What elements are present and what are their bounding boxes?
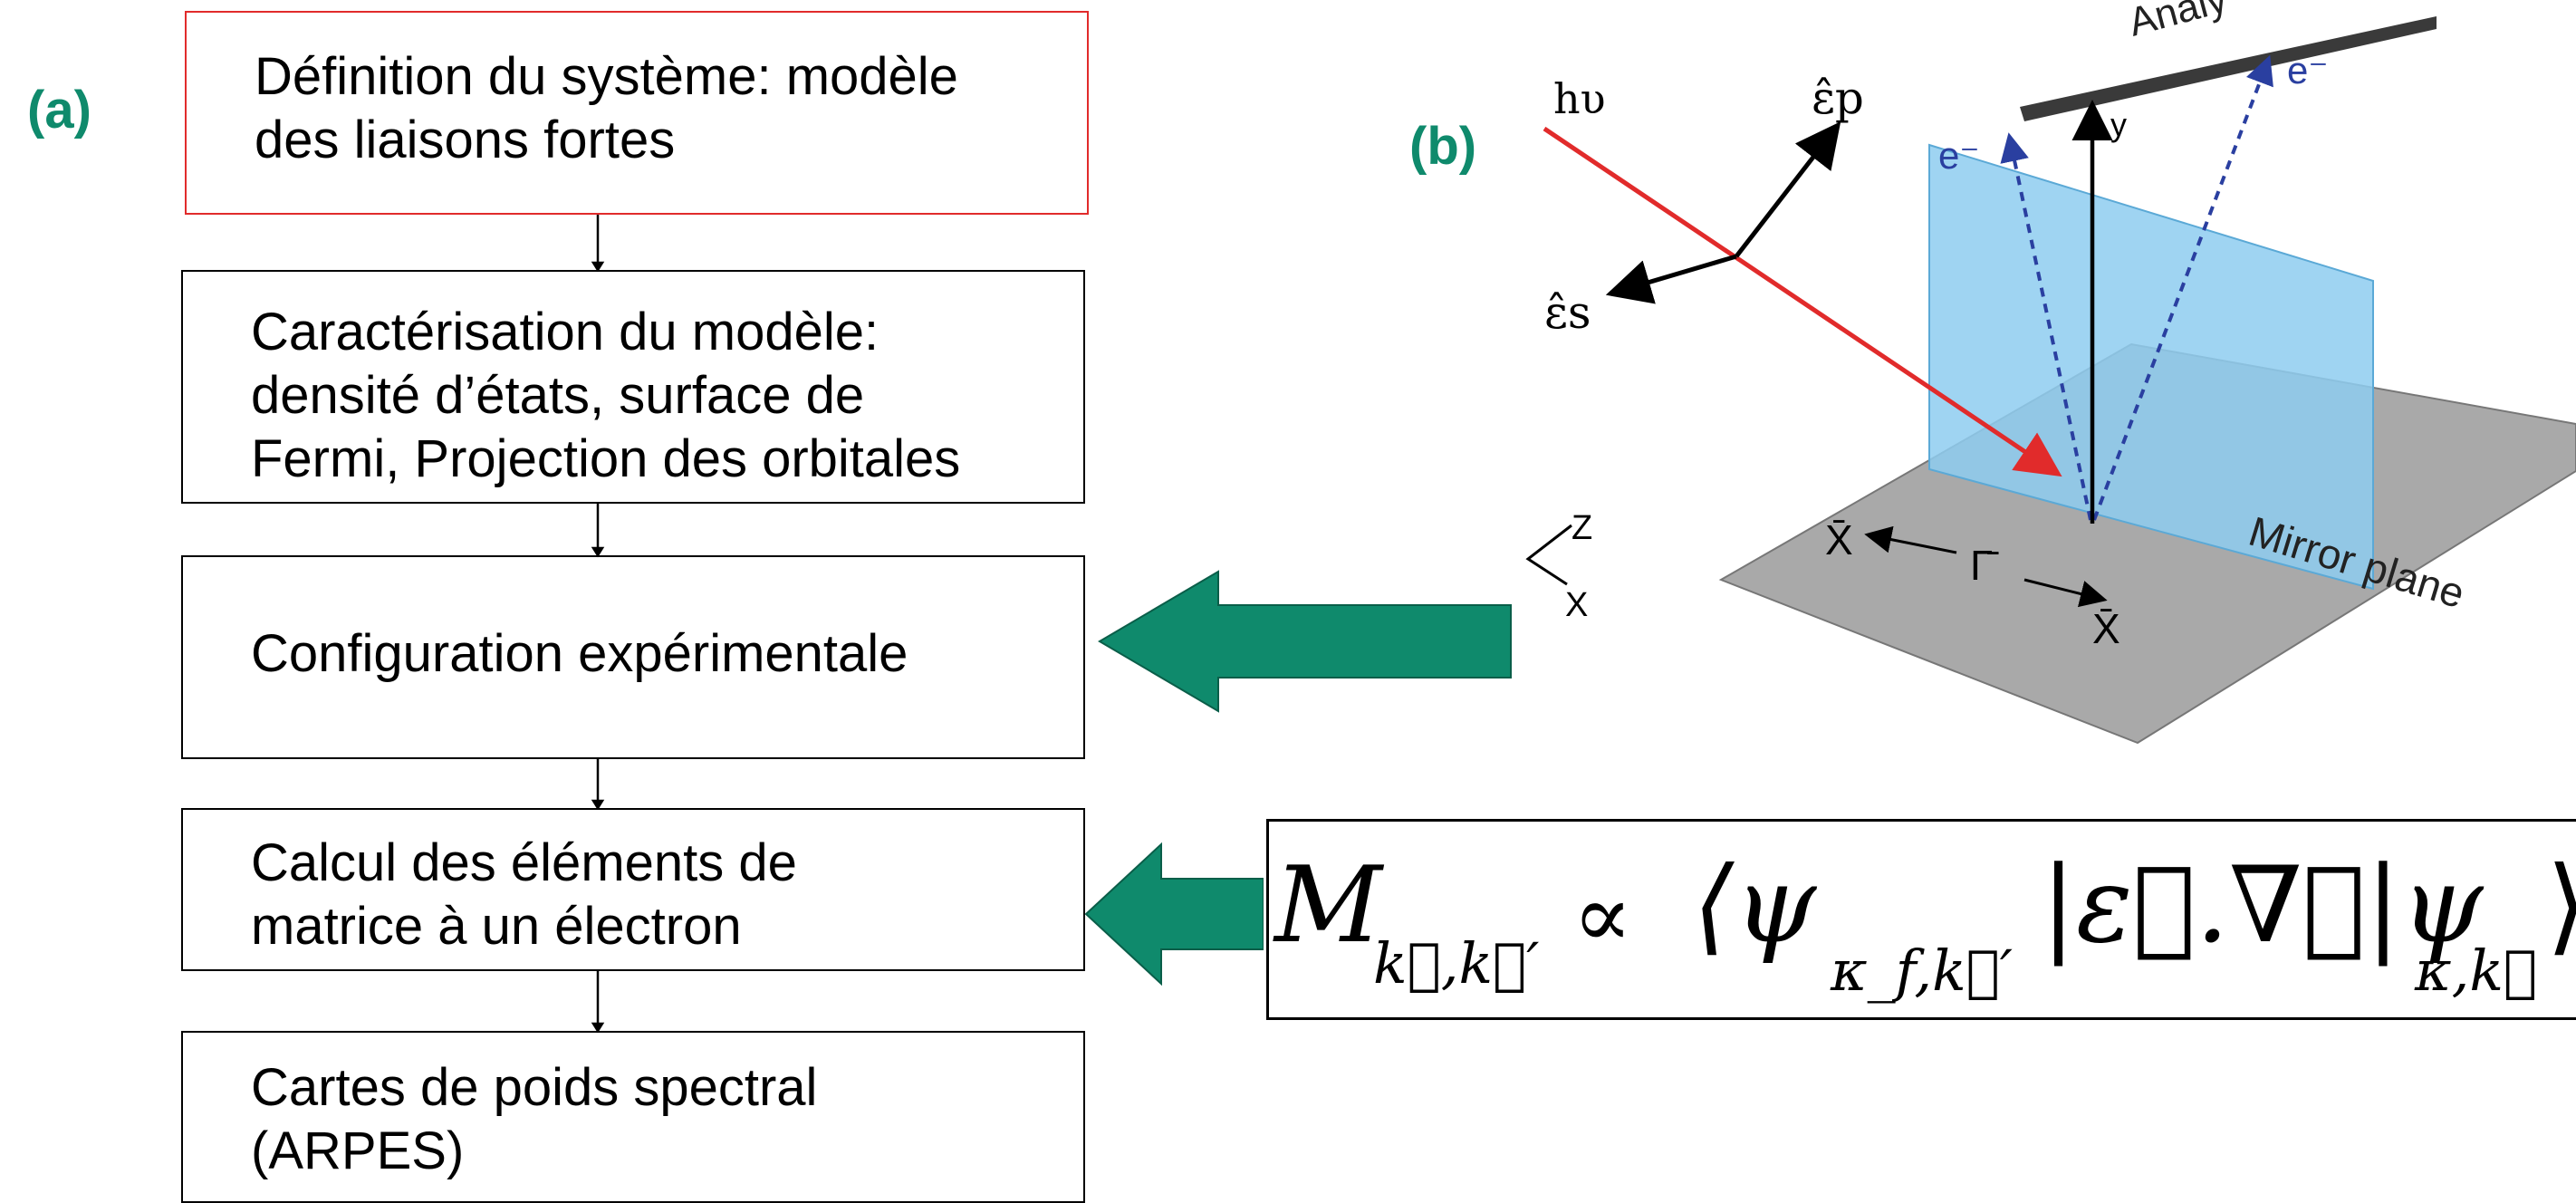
step-box-matrix-elements: Calcul des éléments de matrice à un élec… (181, 808, 1085, 971)
x-axis-label: X (1565, 586, 1588, 624)
gamma-to-x-right-arrow (2023, 578, 2108, 608)
x-point-right-label: X̄ (2092, 605, 2120, 652)
formula-bra: ⟨ψ (1693, 844, 1817, 967)
photon-beam (1543, 126, 2062, 477)
zx-axes-indicator (1525, 524, 1572, 586)
formula-M-subscript: k⃗,k⃗′ (1373, 930, 1539, 996)
formula-bra-subscript: κ_f,k⃗′ (1830, 938, 2013, 1004)
polarization-p-label: ε̂p (1812, 72, 1864, 124)
polarization-p-vector (1735, 121, 1841, 258)
step-box-spectral-weight-maps: Cartes de poids spectral (ARPES) (181, 1031, 1085, 1203)
formula-ket-subscript: κ,k⃗ (2414, 938, 2537, 1004)
polarization-s-vector (1605, 254, 1737, 304)
y-axis-label: y (2110, 106, 2127, 143)
matrix-element-formula: M k⃗,k⃗′ ∝ ⟨ψ κ_f,k⃗′ |ε⃗.∇⃗|ψ κ,k⃗ ⟩ (1266, 819, 2576, 1020)
analyzer-bar (2020, 16, 2437, 121)
gamma-to-x-left-arrow (1864, 525, 1957, 554)
polarization-s-label: ε̂s (1544, 286, 1591, 339)
step-text: Caractérisation du modèle: densité d’éta… (251, 303, 961, 488)
step-text: Définition du système: modèle des liaiso… (255, 47, 958, 169)
connector-2-arrowhead (591, 546, 605, 558)
electron-left-label: e⁻ (1938, 134, 1980, 177)
experimental-geometry-diagram: Analy hυ ε̂p ε̂s e⁻ e⁻ y X̄ Γ̄ X̄ Z X Mi… (1525, 0, 2576, 745)
step-text: Configuration expérimentale (251, 624, 908, 683)
x-point-left-label: X̄ (1825, 516, 1853, 563)
connector-3-arrowhead (591, 799, 605, 811)
formula-svg: M k⃗,k⃗′ ∝ ⟨ψ κ_f,k⃗′ |ε⃗.∇⃗|ψ κ,k⃗ ⟩ (1273, 844, 2576, 1004)
panel-a-label: (a) (27, 81, 91, 140)
photon-label: hυ (1553, 74, 1606, 123)
formula-operator: |ε⃗.∇⃗|ψ (2041, 844, 2485, 967)
connector-4-arrowhead (591, 1022, 605, 1034)
step-box-experimental-configuration: Configuration expérimentale (181, 555, 1085, 759)
formula-M: M (1273, 844, 1385, 967)
step-box-system-definition: Définition du système: modèle des liaiso… (185, 11, 1089, 215)
panel-b-label: (b) (1409, 117, 1477, 176)
green-arrow-to-configuration (1098, 570, 1512, 713)
step-box-model-characterisation: Caractérisation du modèle: densité d’éta… (181, 270, 1085, 504)
flow-connectors (591, 215, 605, 1034)
step-text: Calcul des éléments de matrice à un élec… (251, 833, 797, 956)
connector-1-arrowhead (591, 261, 605, 273)
analyzer-label: Analy (2124, 0, 2232, 45)
formula-close-bracket: ⟩ (2546, 844, 2576, 967)
green-arrow-to-matrix-elements (1084, 842, 1264, 986)
step-text: Cartes de poids spectral (ARPES) (251, 1058, 818, 1180)
electron-right-label: e⁻ (2287, 49, 2329, 91)
formula-proportional: ∝ (1572, 865, 1632, 968)
z-axis-label: Z (1572, 509, 1592, 547)
